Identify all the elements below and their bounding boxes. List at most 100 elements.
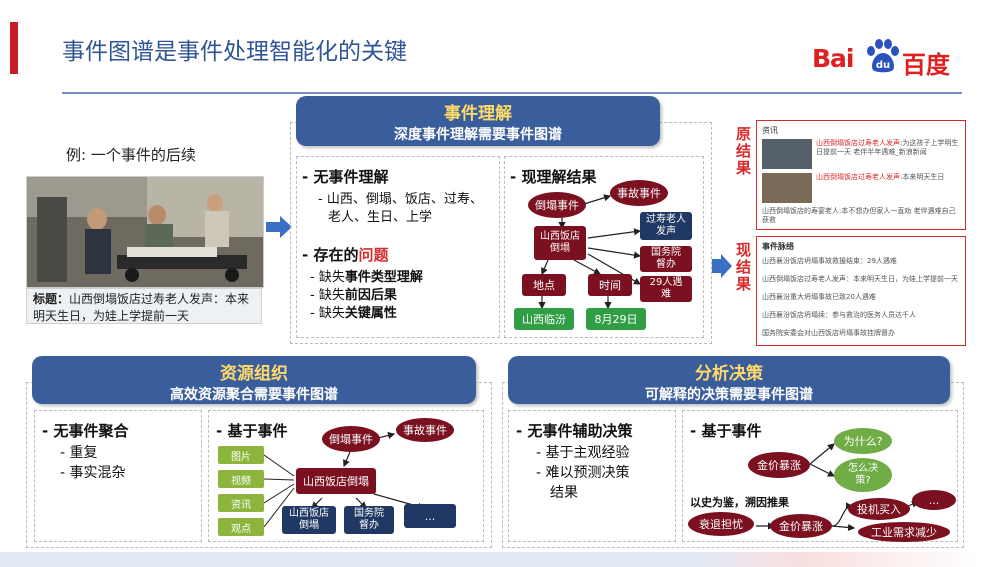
no-decision-item: - 难以预测决策 (536, 465, 630, 481)
title-underline (62, 92, 962, 94)
new-result-label: 现结果 (736, 241, 752, 293)
media-tag-news: 资讯 (218, 494, 264, 512)
graph-node-accident: 事故事件 (610, 180, 668, 206)
problem-bold: 前因后果 (344, 288, 397, 303)
news-title-rest: :本来明天生日 (900, 173, 945, 181)
graph-node-date: 8月29日 (586, 308, 646, 330)
problem-prefix: - 缺失 (310, 306, 345, 321)
analysis-header: 分析决策 可解释的决策需要事件图谱 (508, 356, 950, 404)
res-node-collapse: 倒塌事件 (322, 426, 380, 452)
news-title-red: 山西倒塌饭店过寿老人发声 (816, 173, 900, 181)
news-title-rest: :为这孩子上学明生日提前一天 老伴半年遇难_新浪新闻 (816, 139, 959, 156)
event-decision-box (682, 410, 958, 542)
media-tag-video: 视频 (218, 470, 264, 488)
graph-node-linfen: 山西临汾 (514, 308, 574, 330)
news-thumbnail (762, 139, 812, 169)
graph-node-collapse: 倒塌事件 (528, 192, 586, 218)
problem-bold: 事件类型理解 (344, 270, 423, 285)
understanding-subtitle: 深度事件理解需要事件图谱 (394, 127, 562, 143)
resources-header: 资源组织 高效资源聚合需要事件图谱 (32, 356, 476, 404)
svg-text:du: du (876, 60, 890, 71)
arrow-right-icon (712, 254, 732, 278)
timeline-item: 山西襄汾重大坍塌事故已致20人遇难 (762, 293, 876, 301)
no-aggregation-box (34, 410, 202, 542)
event-based-heading: - 基于事件 (216, 422, 288, 440)
resources-title: 资源组织 (220, 364, 288, 384)
no-decision-box (508, 410, 676, 542)
understanding-title: 事件理解 (444, 104, 512, 124)
res-node-sub2: 国务院督办 (344, 506, 394, 534)
logo-text-latin: Bai (812, 44, 854, 73)
graph-node-rescue: 29人遇难 (640, 276, 692, 302)
problem-bold: 关键属性 (344, 306, 397, 321)
problem-prefix: - 缺失 (310, 288, 345, 303)
dec-node-more: ... (912, 490, 956, 510)
timeline-item: 国务院安委会对山西饭店坍塌事故挂牌督办 (762, 329, 895, 337)
result-heading: - 现理解结果 (510, 168, 597, 186)
news-title: 山西倒塌饭店的寿宴老人:本不想办但家人一直劝 老伴遇难自己获救 (762, 207, 956, 224)
paw-icon: du (867, 39, 899, 73)
resources-subtitle: 高效资源聚合需要事件图谱 (170, 387, 338, 403)
news-thumbnail (762, 173, 812, 203)
no-understanding-item: - 山西、倒塌、饭店、过寿、 (318, 192, 483, 207)
analysis-title: 分析决策 (695, 364, 763, 384)
result-box (504, 156, 704, 338)
graph-node-place: 地点 (522, 274, 566, 296)
res-node-more: ... (404, 504, 456, 528)
dec-history-label: 以史为鉴，溯因推果 (690, 496, 789, 509)
photo-caption: 标题：山西倒塌饭店过寿老人发声：本来明天生日，为娃上学提前一天 (26, 288, 262, 324)
page-title: 事件图谱是事件处理智能化的关键 (62, 39, 407, 65)
graph-node-elder: 过寿老人发声 (640, 212, 692, 240)
arrow-right-icon (266, 216, 292, 238)
media-tag-opinion: 观点 (218, 518, 264, 536)
dec-node-speculate: 投机买入 (848, 498, 910, 520)
event-decision-heading: - 基于事件 (690, 422, 762, 440)
caption-label: 标题： (33, 292, 70, 306)
graph-node-council: 国务院督办 (640, 246, 692, 272)
problem-item: - 缺失前因后果 (310, 284, 397, 303)
no-decision-heading: - 无事件辅助决策 (516, 422, 633, 440)
no-decision-item: 结果 (550, 485, 578, 501)
no-understanding-heading: - 无事件理解 (302, 168, 389, 186)
old-result-header: 资讯 (762, 126, 778, 135)
understanding-header: 事件理解 深度事件理解需要事件图谱 (296, 96, 660, 146)
dec-node-gold1: 金价暴涨 (748, 452, 810, 478)
dec-node-gold2: 金价暴涨 (770, 514, 832, 538)
no-aggregation-item: - 重复 (60, 445, 98, 461)
media-tag-image: 图片 (218, 446, 264, 464)
event-photo (26, 176, 264, 288)
dec-node-industry: 工业需求减少 (858, 522, 950, 542)
no-understanding-item: 老人、生日、上学 (328, 210, 433, 225)
event-based-box (208, 410, 484, 542)
res-node-hotel: 山西饭店倒塌 (296, 468, 376, 494)
baidu-logo: Bai du 百度 (812, 34, 962, 80)
caption-text: 山西倒塌饭店过寿老人发声：本来明天生日，为娃上学提前一天 (33, 292, 250, 323)
problems-heading: - 存在的问题 (302, 244, 388, 265)
footer-strip (0, 552, 982, 567)
problem-item: - 缺失关键属性 (310, 302, 397, 321)
timeline-item: 山西倒塌饭店过寿老人发声：本来明天生日，为娃上学提前一天 (762, 275, 958, 283)
problems-heading-red: 问题 (358, 246, 389, 264)
timeline-header: 事件脉络 (762, 242, 794, 251)
no-understanding-box (296, 156, 500, 338)
problems-heading-prefix: - 存在的 (302, 246, 359, 264)
old-result-label: 原结果 (736, 125, 752, 177)
no-aggregation-item: - 事实混杂 (60, 465, 126, 481)
old-result-screenshot: 资讯 山西倒塌饭店过寿老人发声:为这孩子上学明生日提前一天 老伴半年遇难_新浪新… (756, 120, 966, 230)
res-node-accident: 事故事件 (396, 418, 454, 442)
dec-node-recession: 衰退担忧 (688, 512, 754, 536)
new-result-screenshot: 事件脉络 山西襄汾饭店坍塌事故救援结束：29人遇难 山西倒塌饭店过寿老人发声：本… (756, 236, 966, 346)
dec-node-why: 为什么? (834, 428, 892, 454)
no-decision-item: - 基于主观经验 (536, 445, 630, 461)
timeline-item: 山西襄汾饭店坍塌续：参与救治的医务人员达千人 (762, 311, 916, 319)
analysis-subtitle: 可解释的决策需要事件图谱 (645, 387, 813, 403)
example-label: 例: 一个事件的后续 (66, 146, 196, 164)
news-title-red: 山西倒塌饭店过寿老人发声 (816, 139, 900, 147)
dec-node-how: 怎么决策? (834, 458, 892, 492)
logo-text-cn: 百度 (902, 51, 950, 79)
problem-item: - 缺失事件类型理解 (310, 266, 423, 285)
no-aggregation-heading: - 无事件聚合 (42, 422, 129, 440)
problem-prefix: - 缺失 (310, 270, 345, 285)
timeline-item: 山西襄汾饭店坍塌事故救援结束：29人遇难 (762, 257, 897, 265)
title-accent-bar (10, 22, 18, 74)
